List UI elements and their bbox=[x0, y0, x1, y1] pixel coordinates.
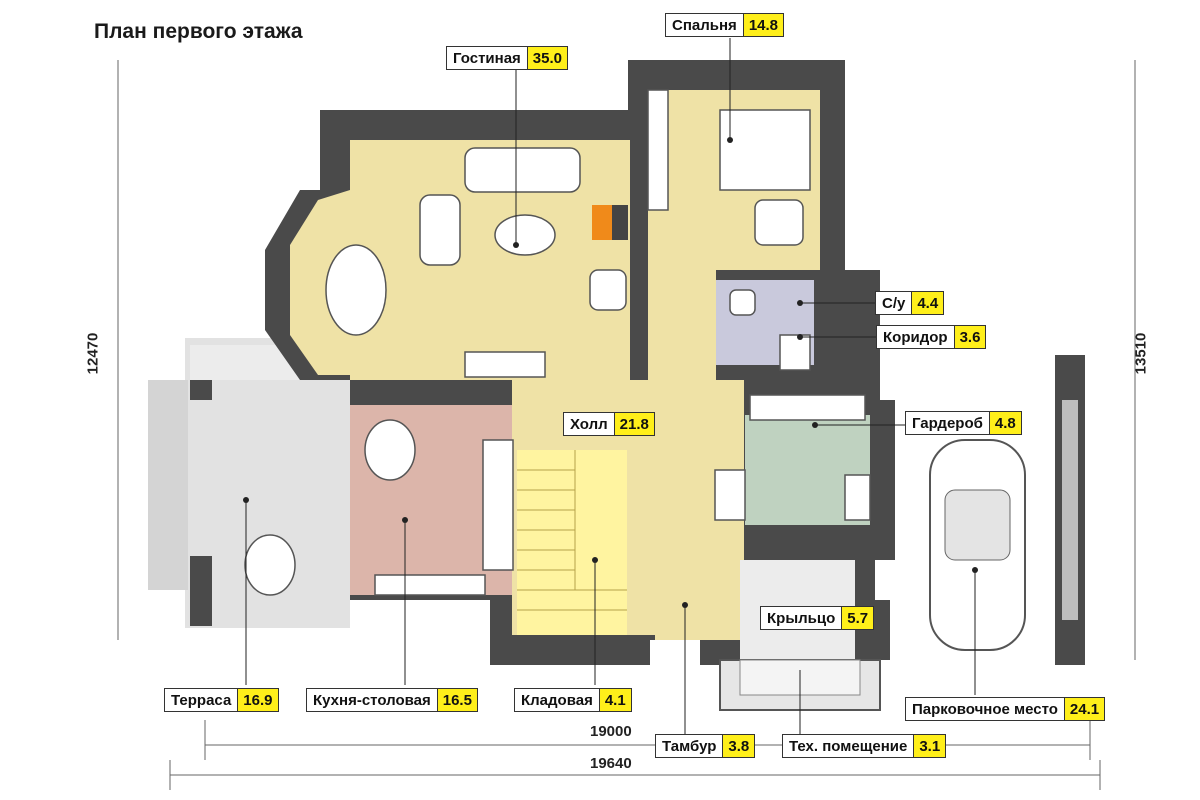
plan-title: План первого этажа bbox=[94, 20, 303, 43]
furniture bbox=[244, 89, 871, 596]
leader-dots bbox=[243, 137, 978, 608]
corridor-floor bbox=[648, 270, 716, 380]
terrace-area bbox=[148, 338, 350, 628]
dimension-width-inner: 19000 bbox=[590, 723, 632, 740]
dimension-width-outer: 19640 bbox=[590, 755, 632, 772]
vestibule-floor bbox=[655, 560, 740, 640]
stairs bbox=[517, 450, 627, 635]
parking-car bbox=[929, 439, 1026, 651]
fireplace bbox=[592, 205, 614, 240]
bay-floor bbox=[290, 190, 350, 375]
stair-steps bbox=[517, 450, 627, 611]
dimension-height-right: 13510 bbox=[1132, 332, 1150, 375]
dimension-height-left: 12470 bbox=[84, 332, 102, 375]
leader-lines bbox=[245, 38, 976, 735]
